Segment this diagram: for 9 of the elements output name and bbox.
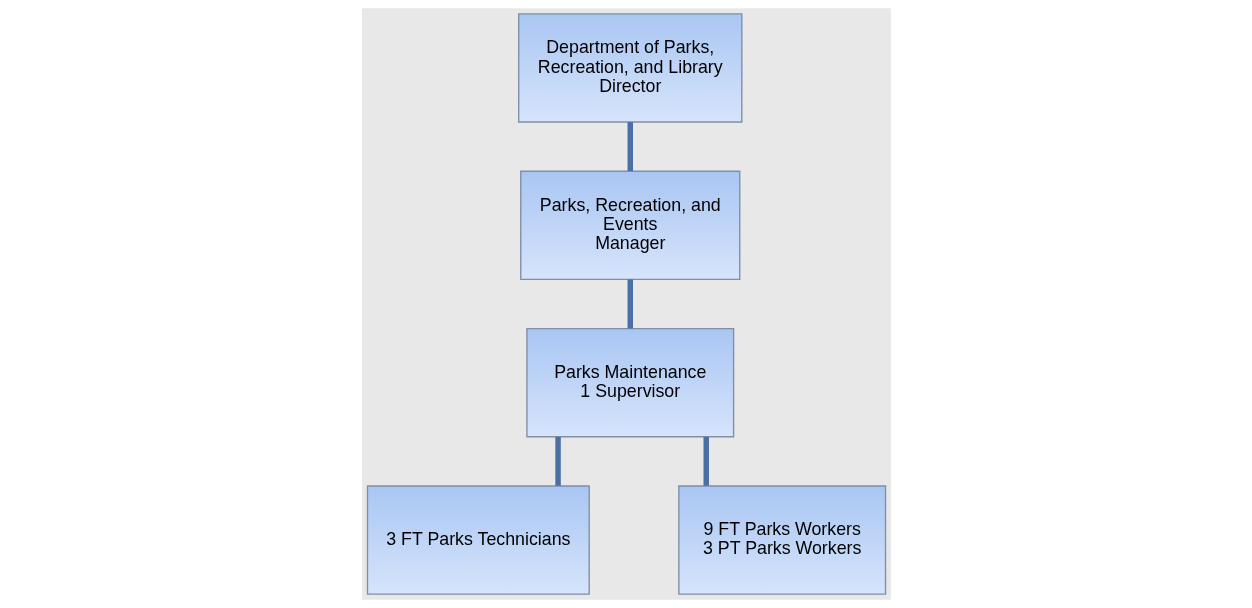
node-box: 3 FT Parks Technicians — [366, 485, 590, 595]
connector — [554, 436, 561, 486]
node-box: Parks, Recreation, and Events Manager — [519, 170, 740, 281]
connector — [627, 279, 633, 329]
node-box: Parks Maintenance 1 Supervisor — [525, 327, 734, 438]
connector — [703, 436, 709, 486]
connector — [627, 122, 633, 172]
node-box: 9 FT Parks Workers 3 PT Parks Workers — [677, 485, 886, 595]
node-box: Department of Parks, Recreation, and Library Director — [517, 13, 742, 123]
